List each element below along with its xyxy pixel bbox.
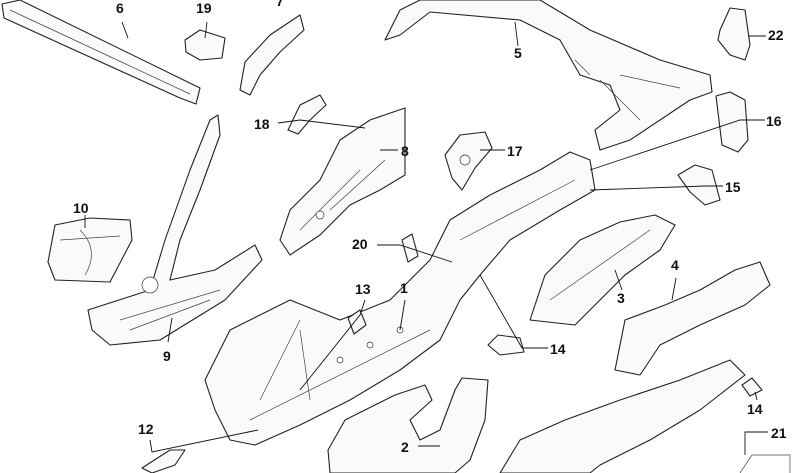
part-5-rear-frame xyxy=(384,0,713,151)
callout-1: 1 xyxy=(400,280,408,296)
leader-lines xyxy=(84,21,768,455)
part-13-bracket xyxy=(347,309,367,335)
part-16-bracket xyxy=(715,91,749,153)
callout-7: 7 xyxy=(276,0,284,9)
part-4-rear-rail xyxy=(614,261,771,376)
part-3-wheelhouse xyxy=(529,214,676,326)
callout-18: 18 xyxy=(254,116,270,132)
callout-17: 17 xyxy=(507,143,523,159)
callout-19: 19 xyxy=(196,0,212,16)
callout-15: 15 xyxy=(725,179,741,195)
callout-14: 14 xyxy=(747,401,763,417)
part-19-bracket xyxy=(184,29,226,61)
part-15-bracket xyxy=(677,164,721,206)
callout-16: 16 xyxy=(766,113,782,129)
part-rear-rocker xyxy=(499,359,746,473)
part-6-roof-rail xyxy=(1,0,201,105)
callout-12: 12 xyxy=(138,421,154,437)
part-1-side-frame xyxy=(204,151,596,446)
callout-4: 4 xyxy=(671,257,679,273)
callout-22: 22 xyxy=(768,27,784,43)
part-2-b-pillar xyxy=(327,377,489,473)
callout-9: 9 xyxy=(163,348,171,364)
part-7-pillar xyxy=(239,14,305,96)
callout-8: 8 xyxy=(401,143,409,159)
callout-3: 3 xyxy=(617,290,625,306)
callout-10: 10 xyxy=(73,200,89,216)
part-10-panel xyxy=(47,217,133,283)
callout-21: 21 xyxy=(771,425,787,441)
part-21-kit xyxy=(739,454,791,473)
callout-20: 20 xyxy=(352,236,368,252)
part-18-bracket xyxy=(287,94,327,135)
part-8-wheelhouse-panel xyxy=(279,107,406,256)
part-9-a-pillar xyxy=(87,114,263,346)
part-14-bracket-b xyxy=(741,377,763,397)
callout-13: 13 xyxy=(355,281,371,297)
callout-14: 14 xyxy=(550,341,566,357)
callout-6: 6 xyxy=(116,0,124,16)
callout-2: 2 xyxy=(401,439,409,455)
part-22-bracket xyxy=(717,7,751,61)
part-12-bracket xyxy=(141,449,186,473)
part-14-bracket-a xyxy=(487,334,525,356)
callout-5: 5 xyxy=(514,45,522,61)
